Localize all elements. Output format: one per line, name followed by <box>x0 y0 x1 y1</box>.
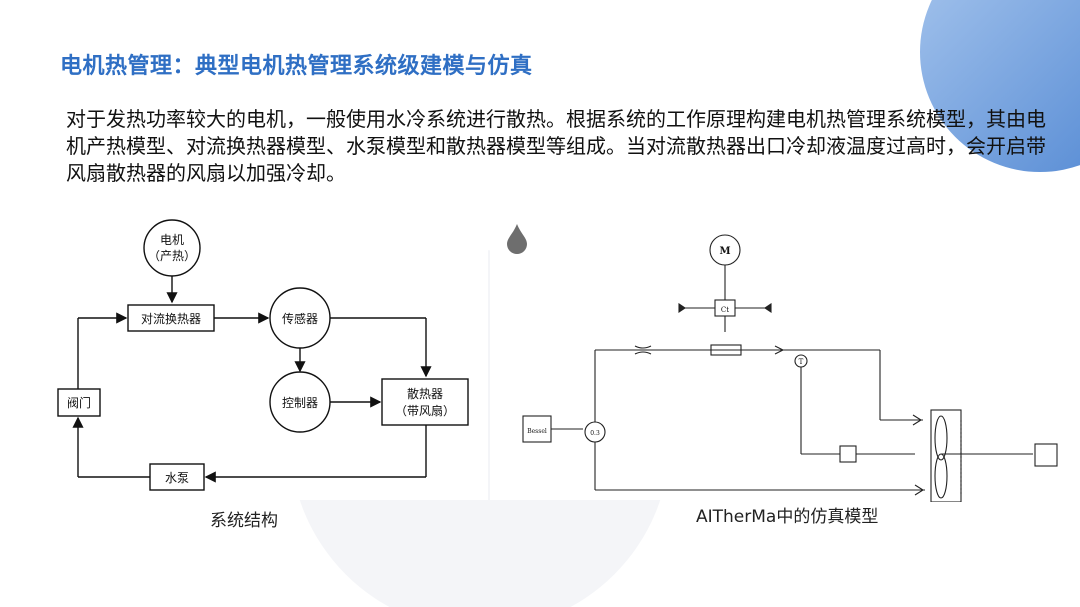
hx-symbol-box <box>714 299 736 317</box>
faint-circle <box>290 250 670 607</box>
convective-hx-label: 对流换热器 <box>141 312 201 326</box>
controller-node <box>269 371 331 433</box>
radiator-label-2: （带风扇） <box>395 403 455 418</box>
fan-blade-bottom <box>934 453 948 499</box>
motor-label-2: （产热） <box>148 249 196 263</box>
motor-symbol <box>709 234 741 266</box>
motor-label-1: 电机 <box>160 233 184 247</box>
fan-source-block <box>1034 443 1058 467</box>
sensor-node <box>269 287 331 349</box>
pump-symbol-label: 0.3 <box>590 430 600 437</box>
left-caption: 系统结构 <box>210 511 278 531</box>
pump-box <box>149 463 205 491</box>
restrictor <box>634 345 652 355</box>
motor-node <box>143 219 201 277</box>
page-title: 电机热管理：典型电机热管理系统级建模与仿真 <box>60 54 533 79</box>
right-caption: AITherMa中的仿真模型 <box>696 507 879 527</box>
radiator-label-1: 散热器 <box>407 386 443 401</box>
intro-paragraph: 对于发热功率较大的电机，一般使用水冷系统进行散热。根据系统的工作原理构建电机热管… <box>66 107 1046 185</box>
radiator-symbol <box>930 409 962 502</box>
radiator-box <box>381 378 469 426</box>
valve-box <box>57 388 101 417</box>
sensor-symbol-label: T <box>799 358 804 366</box>
pump-symbol <box>584 421 606 443</box>
controller-label: 控制器 <box>282 396 318 410</box>
valve-label: 阀门 <box>67 395 91 410</box>
motor-symbol-label: M <box>719 246 730 257</box>
system-structure-diagram: 电机 （产热） 对流换热器 传感器 控制器 散热器 （带风扇） 阀门 水泵 <box>57 219 469 491</box>
controller-block <box>839 445 857 463</box>
fan-blade-top <box>934 415 948 461</box>
hx-pipe <box>710 344 742 356</box>
sensor-label: 传感器 <box>282 311 318 326</box>
source-label: Bessel <box>527 428 547 435</box>
temperature-sensor <box>794 354 808 368</box>
hx-symbol-label: Ct <box>721 306 729 314</box>
convective-hx-box <box>127 304 215 332</box>
source-block <box>522 415 552 443</box>
pump-label: 水泵 <box>165 471 189 485</box>
simulation-model-diagram: M Ct T Bessel 0.3 <box>507 224 1058 502</box>
water-drop-icon <box>507 224 527 254</box>
